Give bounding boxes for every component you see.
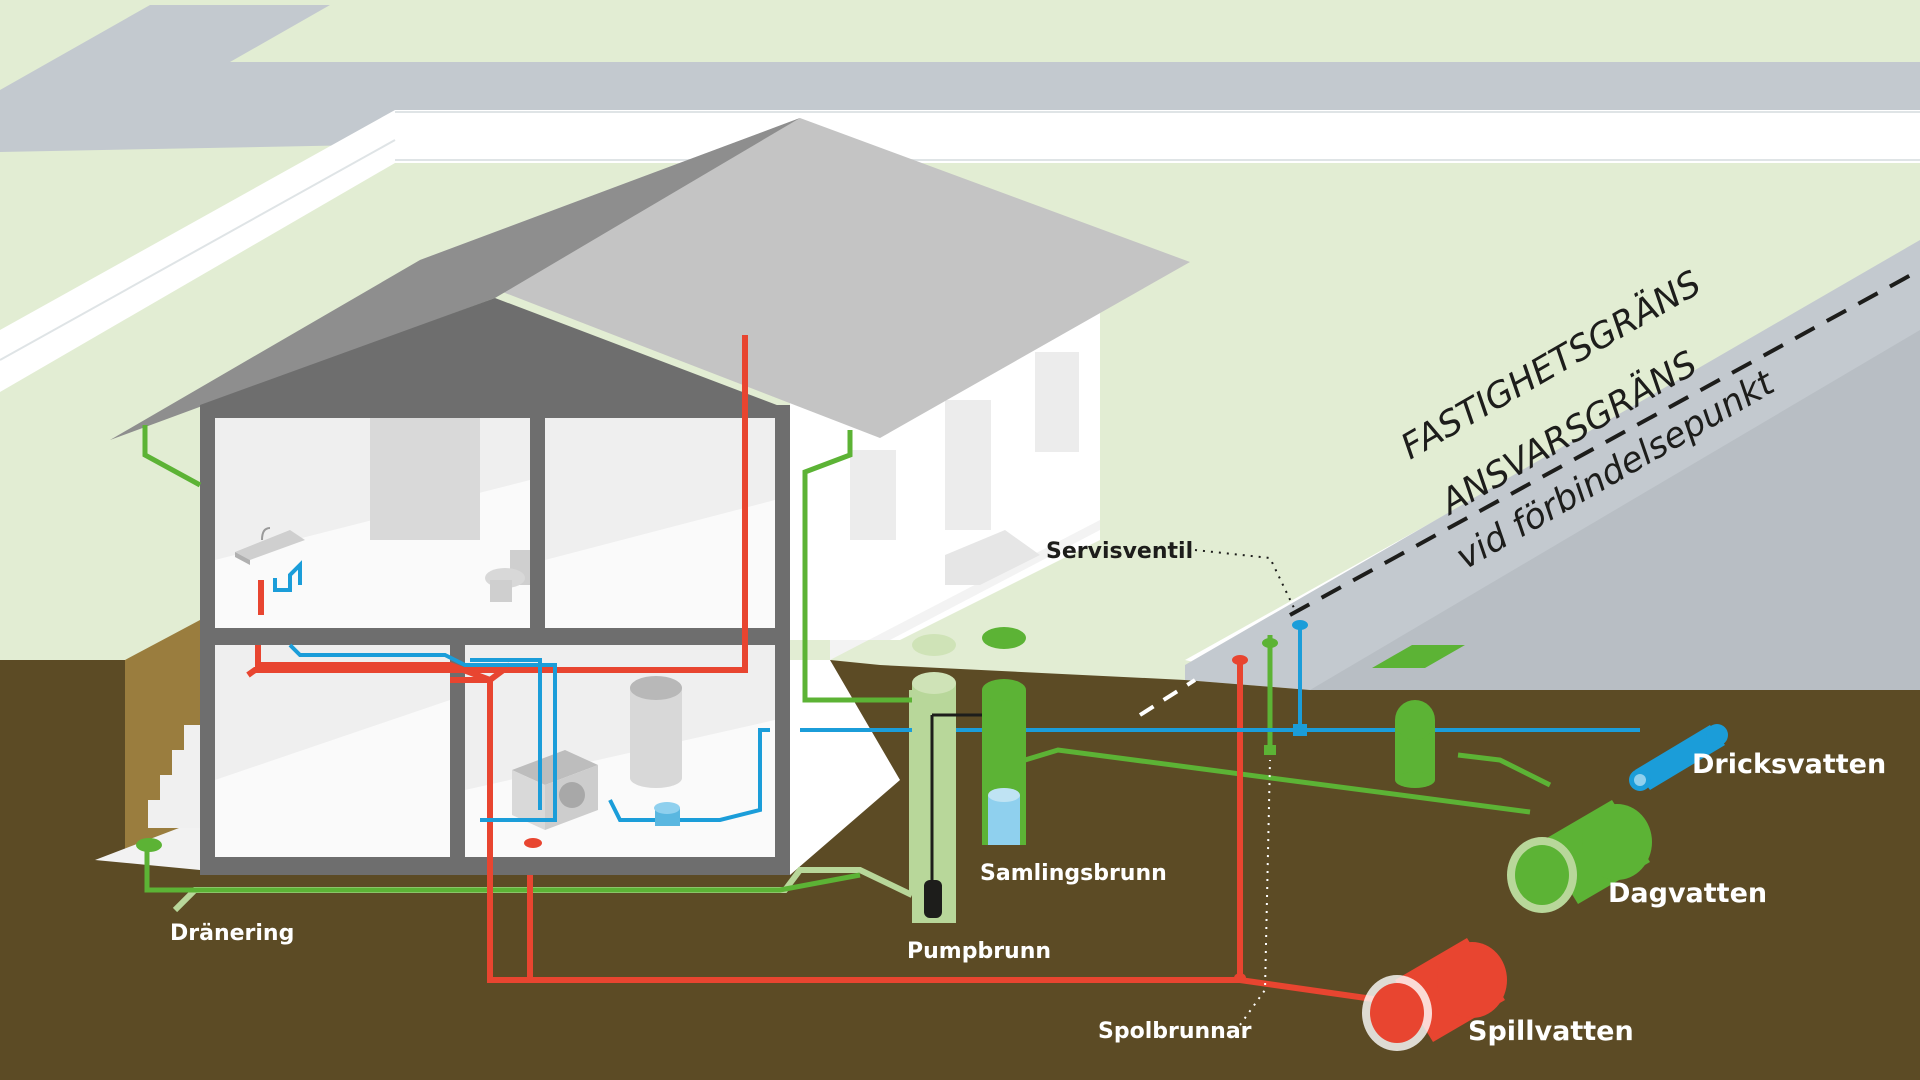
spillvatten-main <box>1362 938 1507 1051</box>
boundary-dash-upper <box>1289 268 1920 617</box>
dricksvatten-label: Dricksvatten <box>1692 749 1886 780</box>
pipes-dagvatten <box>142 425 1552 893</box>
roof-left <box>110 118 800 440</box>
front-step <box>945 530 1040 585</box>
dagvatten-label: Dagvatten <box>1608 878 1767 909</box>
pumpbrunn-label: Pumpbrunn <box>907 939 1051 964</box>
road-drain <box>1372 645 1465 668</box>
boundary-dash-lower <box>1138 678 1197 717</box>
roof-gable <box>200 298 790 420</box>
toilet-icon <box>485 550 530 602</box>
dricksvatten-main <box>1629 724 1728 791</box>
samlingsbrunn-label: Samlingsbrunn <box>980 861 1167 886</box>
dranering-label: Dränering <box>170 921 294 946</box>
drain-outlet <box>136 838 162 852</box>
servisventil-leader <box>1194 549 1296 611</box>
spolbrunnar-label: Spolbrunnar <box>1098 1019 1252 1044</box>
road-right-slope <box>1310 330 1920 690</box>
pumpbrunn <box>912 634 987 923</box>
window <box>1035 352 1079 452</box>
spillvatten-label: Spillvatten <box>1468 1016 1634 1047</box>
window <box>850 450 896 540</box>
sink-icon <box>235 527 305 565</box>
water-meter-icon <box>654 802 680 826</box>
door <box>945 400 991 530</box>
servisventil-label: Servisventil <box>1046 539 1193 564</box>
floor-drain-icon <box>524 838 542 848</box>
samlingsbrunn <box>982 627 1026 845</box>
dagvatten-main <box>1507 800 1652 913</box>
spolbrunn-dagvatten <box>1395 700 1435 788</box>
basement-wedge <box>790 660 900 875</box>
water-heater-icon <box>630 676 682 788</box>
stairs <box>148 725 200 828</box>
property-connection <box>1232 620 1308 983</box>
